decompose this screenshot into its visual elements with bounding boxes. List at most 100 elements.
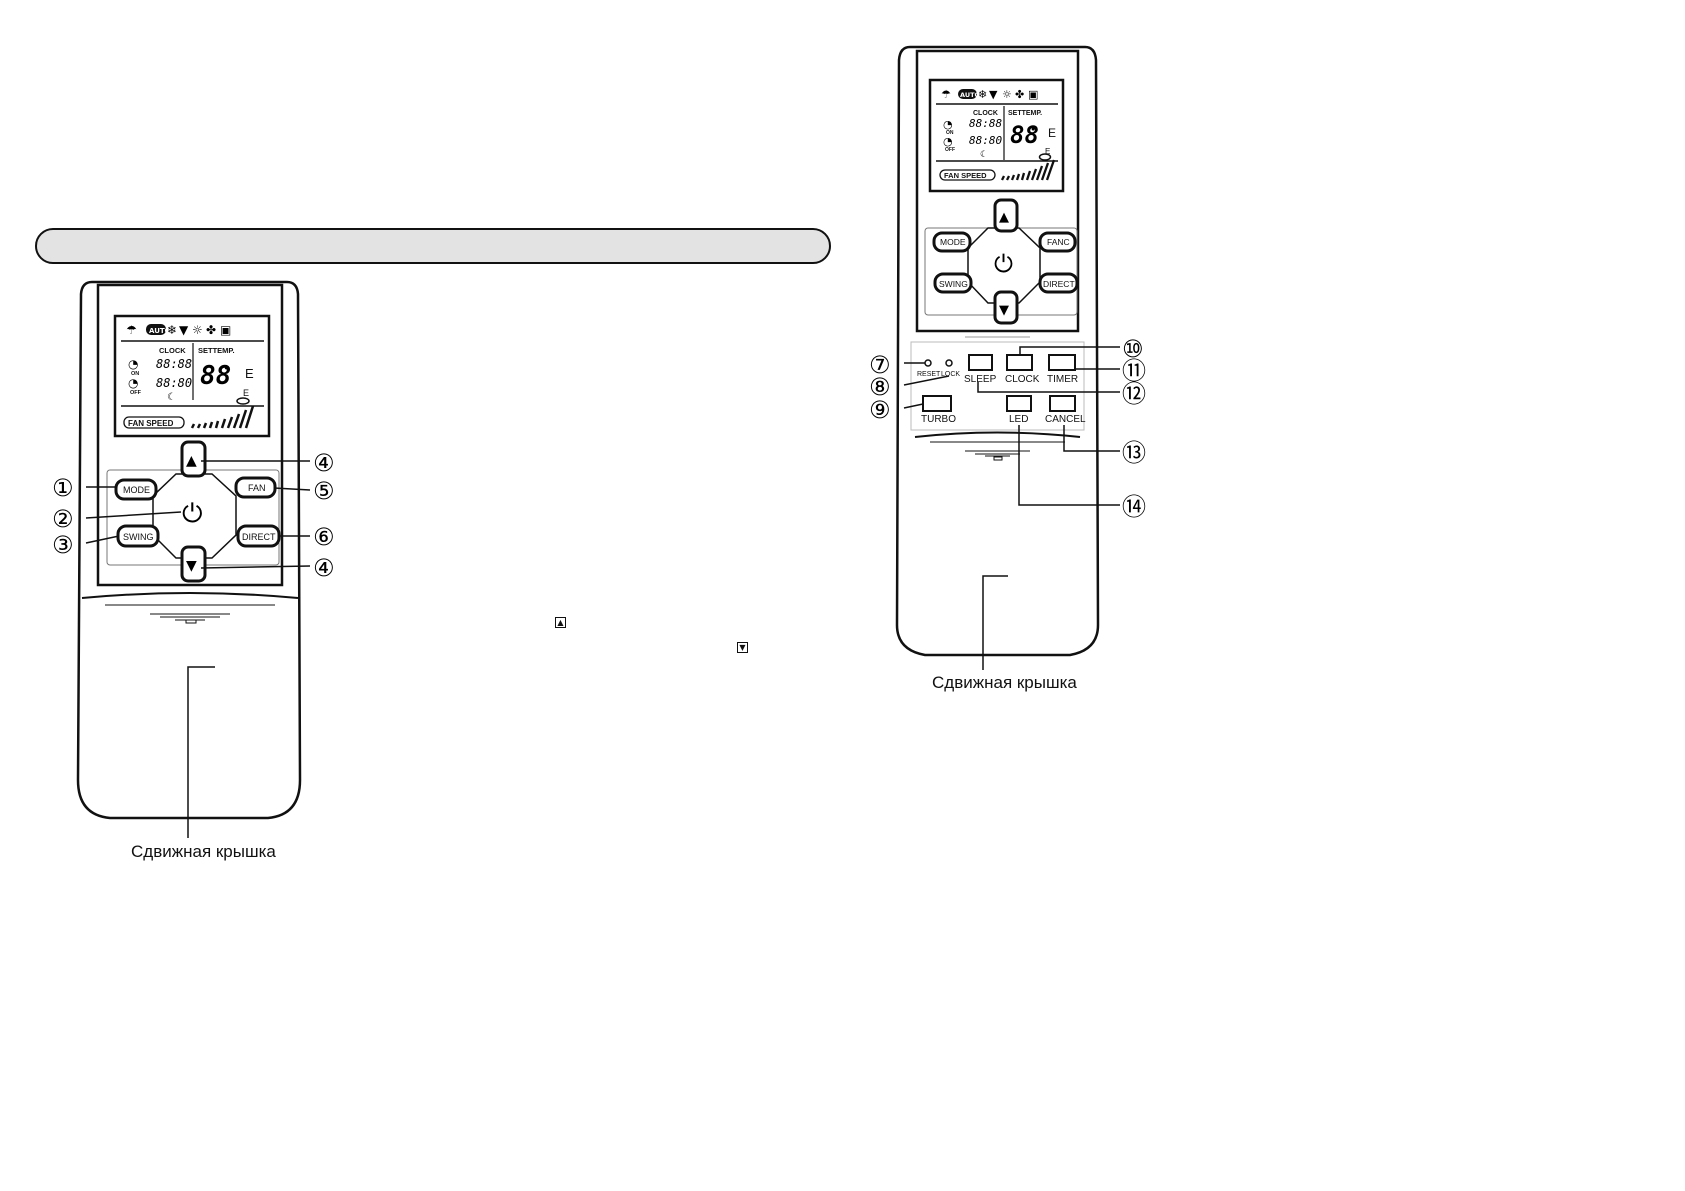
ionizer-icon: ▣ (220, 323, 231, 337)
left-auto-badge: AUTO (149, 327, 171, 335)
right-fanc-button[interactable] (1038, 231, 1077, 253)
right-timer-off-value: 88:80 (969, 134, 1002, 147)
down-arrow-icon: ▼ (737, 642, 748, 653)
right-callout-10: ⑩ (1122, 335, 1144, 363)
left-slide-cover-edge (81, 592, 299, 599)
left-power-icon: ⏻ (182, 499, 203, 529)
right-degree-dot: ● (1031, 126, 1035, 133)
right-off-label: OFF (945, 147, 955, 153)
right-lcd-mode-icons: ☂ AUTO ❄ ▼ ☼ ✤ ▣ (941, 88, 1038, 101)
right-reset-label: RESET (917, 371, 941, 378)
right-callout-7: ⑦ (869, 351, 891, 379)
left-callout-4-down: ④ (313, 554, 335, 582)
right-temp-value: 88 (1010, 121, 1039, 149)
left-degree-unit: E (245, 366, 254, 381)
right-down-arrow-icon: ▼ (999, 303, 1009, 318)
left-callout-5: ⑤ (313, 477, 335, 505)
left-up-button[interactable] (180, 440, 207, 478)
left-timer-on-value: 88:88 (156, 357, 192, 371)
right-slide-cover-edge (914, 431, 1081, 438)
right-reset-button[interactable] (924, 359, 932, 367)
left-callout-2: ② (52, 505, 74, 533)
right-dpad-octagon (967, 227, 1041, 304)
right-timer-label: TIMER (1047, 374, 1078, 385)
heat-mode-icon: ☼ (192, 323, 203, 337)
left-slide-cover-caption: Сдвижная крышка (131, 842, 276, 861)
left-callout-3: ③ (52, 531, 74, 559)
left-up-arrow-icon: ▲ (186, 453, 197, 469)
right-fan-mode-icon: ✤ (1015, 88, 1024, 101)
left-callout-1: ① (52, 474, 74, 502)
right-fan-speed-label: FAN SPEED (944, 171, 987, 180)
right-callout-12: ⑫ (1122, 380, 1146, 408)
right-up-button[interactable] (993, 198, 1019, 233)
right-auto-badge-bg (958, 89, 977, 99)
right-on-label: ON (946, 130, 954, 136)
right-turbo-button[interactable] (922, 395, 952, 412)
right-sleep-button[interactable] (968, 354, 993, 371)
right-direct-label: DIRECT (1043, 279, 1075, 289)
right-auto-badge: AUTO (960, 91, 981, 99)
left-fan-speed-box (123, 416, 185, 429)
left-degree-dot: ● (224, 363, 229, 372)
left-lcd-mode-icons: ☂ AUTO ❄ ▼ ☼ ✤ ▣ (126, 323, 231, 337)
right-sleep-label: SLEEP (964, 374, 997, 385)
right-led-button[interactable] (1006, 395, 1032, 412)
right-clock-label: CLOCK (973, 110, 998, 117)
right-mode-label: MODE (940, 237, 966, 247)
right-fan-speed-bars (1000, 159, 1056, 181)
right-callout-13: ⑬ (1122, 439, 1146, 467)
left-off-label: OFF (130, 390, 142, 396)
right-callout-9: ⑨ (869, 396, 891, 424)
left-power-button[interactable] (178, 496, 210, 528)
left-cover-leader-line (187, 666, 215, 838)
right-lock-label: LOCK (941, 371, 960, 378)
right-turbo-label: TURBO (921, 414, 956, 425)
right-timer-on-value: 88:88 (969, 117, 1002, 130)
left-small-unit: E (243, 388, 249, 398)
left-callouts (85, 460, 311, 569)
right-mode-button[interactable] (932, 231, 972, 253)
right-callout-8: ⑧ (869, 373, 891, 401)
left-direct-label: DIRECT (242, 532, 276, 542)
right-sleep-icon: ☾ (980, 150, 988, 160)
right-clock-button[interactable] (1006, 354, 1033, 371)
section-header-bar (35, 228, 831, 264)
right-direct-button[interactable] (1038, 272, 1079, 294)
left-mode-label: MODE (123, 485, 150, 495)
right-swing-button[interactable] (933, 272, 973, 294)
right-down-button[interactable] (993, 290, 1019, 325)
filter-icon: ▼ (179, 323, 189, 337)
left-down-arrow-icon: ▼ (186, 558, 197, 574)
right-grip-tab (993, 456, 1003, 461)
left-swing-label: SWING (123, 532, 154, 542)
left-down-button[interactable] (180, 545, 207, 583)
left-mode-button[interactable] (114, 478, 158, 501)
fan-mode-icon: ✤ (206, 323, 216, 337)
right-fanc-label: FANC (1047, 237, 1070, 247)
right-ionizer-icon: ▣ (1028, 88, 1038, 101)
right-timer-on-clock-icon: ◔ (943, 118, 953, 131)
left-clock-label: CLOCK (159, 346, 186, 355)
left-on-label: ON (131, 371, 139, 377)
right-cancel-label: CANCEL (1045, 414, 1086, 425)
right-power-icon[interactable]: ⏻ (994, 250, 1013, 278)
right-led-label: LED (1009, 414, 1028, 425)
right-lower-keypad-frame (910, 341, 1085, 431)
right-dry-mode-icon: ☂ (941, 88, 951, 101)
right-small-unit: E (1045, 147, 1050, 156)
right-remote: ☂ AUTO ❄ ▼ ☼ ✤ ▣ CLOCK SETTEMP. ◔ ON 88:… (869, 45, 1146, 670)
right-timer-button[interactable] (1048, 354, 1076, 371)
right-callout-14: ⑭ (1122, 493, 1146, 521)
right-cancel-button[interactable] (1049, 395, 1076, 412)
left-temp-value: 88 (200, 361, 231, 391)
right-lock-button[interactable] (945, 359, 953, 367)
left-callout-4-up: ④ (313, 449, 335, 477)
right-fan-speed-box (939, 169, 996, 181)
right-filter-icon: ▼ (989, 88, 998, 101)
left-settemp-label: SETTEMP. (198, 346, 235, 355)
right-timer-off-clock-icon: ◔ (943, 135, 953, 148)
up-arrow-icon: ▲ (555, 617, 566, 628)
left-auto-badge-bg (146, 324, 166, 335)
right-callouts (903, 346, 1120, 506)
